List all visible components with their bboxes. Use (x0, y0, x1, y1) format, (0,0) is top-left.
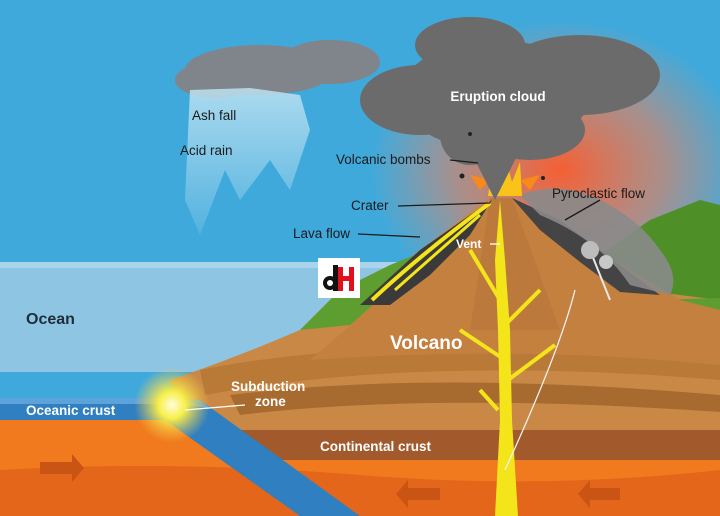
mantle-arrow-right (40, 454, 84, 482)
crater-leader (397, 202, 491, 207)
subduction-glow (134, 367, 210, 443)
ash-cloud (175, 40, 380, 98)
label-continental-crust: Continental crust (320, 439, 432, 454)
magma-conduit (495, 200, 518, 516)
continental-crust (230, 430, 720, 460)
label-vent: Vent (456, 237, 481, 251)
magma-dykes (458, 248, 557, 412)
label-ash-fall: Ash fall (192, 108, 236, 123)
label-crater: Crater (351, 198, 389, 213)
subduction-leader (184, 404, 246, 411)
volcanic-bombs-leader (449, 159, 479, 164)
acid-rain (185, 88, 310, 235)
lava-flow-leader (357, 233, 421, 238)
label-pyroclastic-flow: Pyroclastic flow (552, 186, 645, 201)
watermark-logo (318, 258, 360, 298)
label-lava-flow: Lava flow (293, 226, 350, 241)
volcanic-bomb (459, 173, 465, 179)
oceanic-crust (0, 398, 360, 516)
label-acid-rain: Acid rain (180, 143, 233, 158)
label-oceanic-crust: Oceanic crust (26, 403, 116, 418)
label-ocean: Ocean (26, 311, 75, 328)
dh-logo-icon (323, 265, 354, 291)
eruption-cloud (360, 17, 660, 200)
label-volcanic-bombs: Volcanic bombs (336, 152, 431, 167)
label-eruption-cloud: Eruption cloud (450, 89, 545, 104)
label-volcano: Volcano (390, 333, 463, 354)
pyroclastic-flow-leader (564, 199, 601, 221)
label-subduction-zone-line1: Subduction (231, 379, 305, 394)
label-subduction-zone-line2: zone (255, 394, 286, 409)
mantle-arrow-left (396, 480, 440, 508)
